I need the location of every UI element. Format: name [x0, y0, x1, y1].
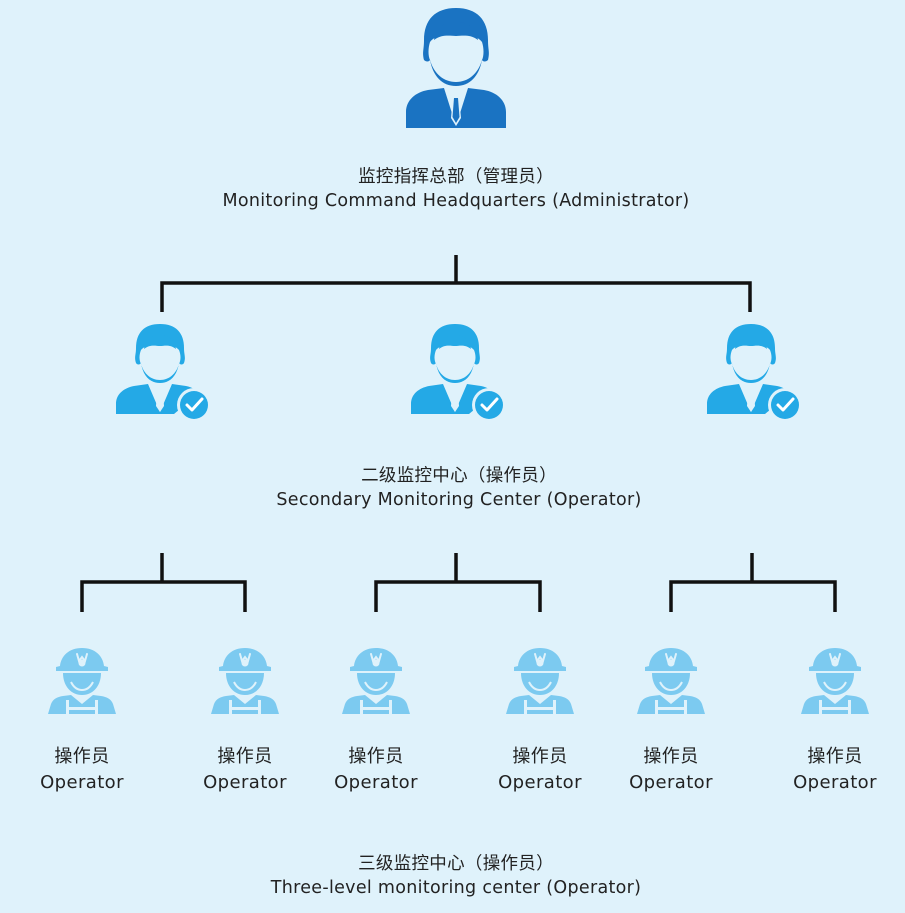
- secondary-title-zh: 二级监控中心（操作员）: [361, 466, 557, 486]
- connector-secondary-2-to-operators: [374, 553, 542, 612]
- hardhat-worker-icon: [506, 648, 574, 714]
- connector-secondary-3-to-operators: [669, 553, 837, 612]
- headquarters-title-zh: 监控指挥总部（管理员）: [358, 167, 554, 187]
- headquarters-label: 监控指挥总部（管理员） Monitoring Command Headquart…: [222, 165, 689, 213]
- admin-person-icon: [406, 8, 506, 128]
- hardhat-worker-icon: [48, 648, 116, 714]
- operator-label-zh: 操作员: [643, 746, 699, 767]
- verified-person-icon: [116, 324, 211, 422]
- operator-label: 操作员 Operator: [203, 744, 287, 796]
- operator-label-zh: 操作员: [512, 746, 568, 767]
- secondary-title-en: Secondary Monitoring Center (Operator): [276, 490, 642, 510]
- operator-label-zh: 操作员: [54, 746, 110, 767]
- operator-label-en: Operator: [334, 772, 418, 793]
- operator-label: 操作员 Operator: [40, 744, 124, 796]
- operator-label-en: Operator: [793, 772, 877, 793]
- operator-label: 操作员 Operator: [498, 744, 582, 796]
- operator-label-en: Operator: [40, 772, 124, 793]
- verified-person-icon: [411, 324, 506, 422]
- tertiary-title-en: Three-level monitoring center (Operator): [270, 878, 642, 898]
- operator-label: 操作员 Operator: [629, 744, 713, 796]
- hardhat-worker-icon: [342, 648, 410, 714]
- hardhat-worker-icon: [637, 648, 705, 714]
- operator-label: 操作员 Operator: [793, 744, 877, 796]
- operator-label-en: Operator: [629, 772, 713, 793]
- operator-label-en: Operator: [498, 772, 582, 793]
- secondary-label: 二级监控中心（操作员） Secondary Monitoring Center …: [276, 464, 641, 512]
- hardhat-worker-icon: [801, 648, 869, 714]
- headquarters-title-en: Monitoring Command Headquarters (Adminis…: [222, 191, 690, 211]
- connector-secondary-1-to-operators: [80, 553, 247, 612]
- operator-label-zh: 操作员: [217, 746, 273, 767]
- hardhat-worker-icon: [211, 648, 279, 714]
- verified-person-icon: [707, 324, 802, 422]
- operator-label-zh: 操作员: [348, 746, 404, 767]
- operator-label-zh: 操作员: [807, 746, 863, 767]
- operator-label: 操作员 Operator: [334, 744, 418, 796]
- tertiary-label: 三级监控中心（操作员） Three-level monitoring cente…: [271, 852, 642, 900]
- connector-hq-to-secondary: [160, 255, 752, 312]
- tertiary-title-zh: 三级监控中心（操作员）: [358, 854, 554, 874]
- operator-label-en: Operator: [203, 772, 287, 793]
